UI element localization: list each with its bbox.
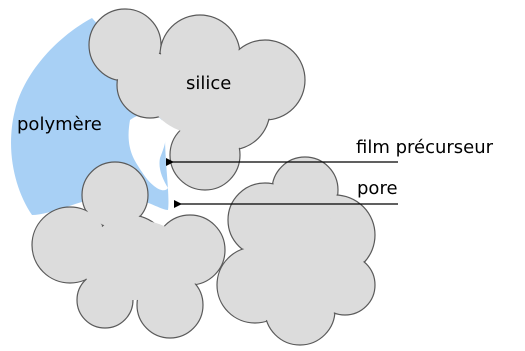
pore-label: pore <box>357 178 398 199</box>
silica-label: silice <box>186 73 231 94</box>
pore-cavity <box>128 114 168 191</box>
precursor-film-label: film précurseur <box>356 137 494 158</box>
polymer-label: polymère <box>17 114 102 135</box>
